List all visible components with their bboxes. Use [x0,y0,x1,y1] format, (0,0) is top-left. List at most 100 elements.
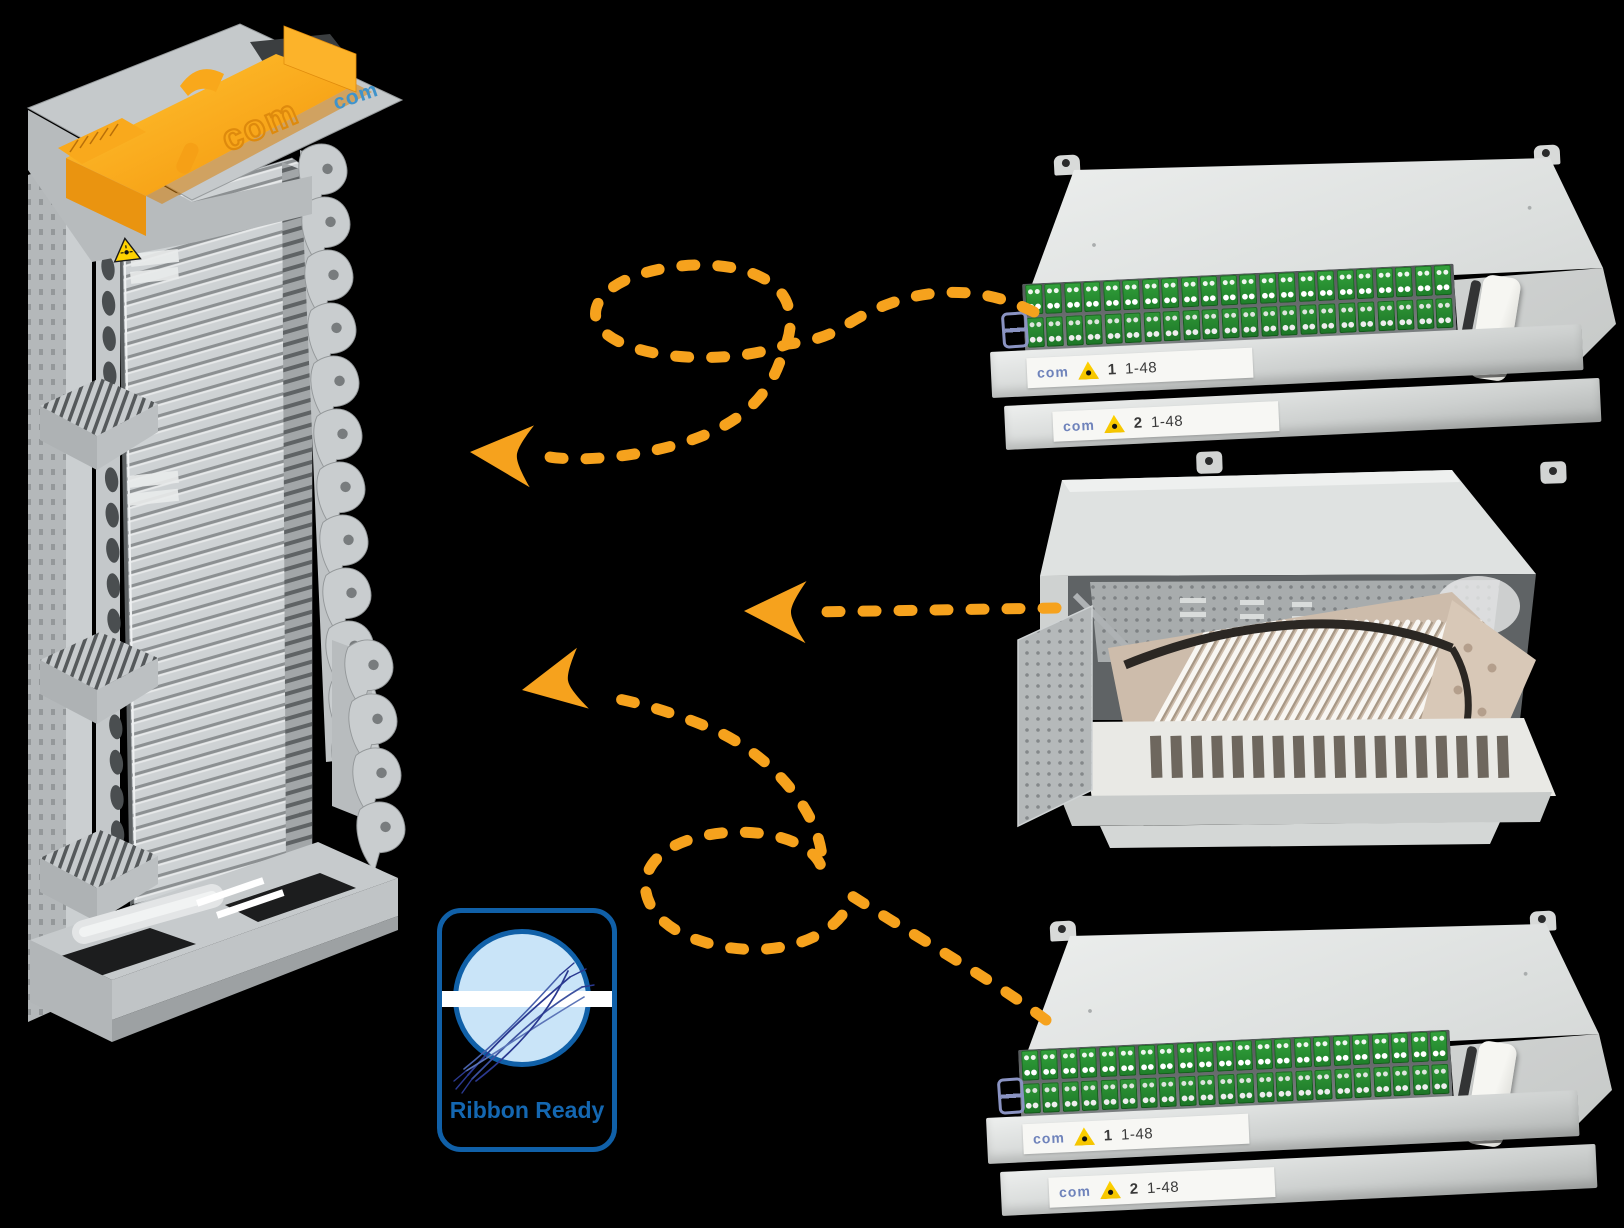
lc-duplex-adapter [1022,1083,1041,1114]
lc-duplex-adapter [1162,310,1182,342]
lc-duplex-adapter [1200,275,1219,307]
lc-duplex-adapter [1258,273,1277,304]
cable-guide-hook [352,798,411,873]
lc-duplex-adapter [1025,284,1044,315]
comb-slot [1354,735,1367,778]
lc-duplex-adapter [1240,306,1260,338]
lc-duplex-adapter [1042,1082,1061,1113]
splice-module [1017,451,1567,848]
lc-duplex-adapter [1357,301,1376,333]
tray-handle-slot [102,326,116,352]
lc-duplex-adapter [1279,305,1298,336]
ribbon-fiber-icon [453,962,595,1094]
lc-duplex-adapter [1219,274,1239,306]
laser-warning-icon [1099,1180,1121,1199]
module-lid-highlight [1062,470,1460,492]
link-icon [996,1077,1026,1115]
lc-duplex-adapter [1059,1048,1079,1079]
lc-duplex-adapter [1176,1042,1196,1074]
comb-slot [1476,735,1489,778]
rack-top-assembly: com com [26,23,404,263]
comb-slot [1394,735,1408,778]
lc-duplex-adapter [1336,269,1355,301]
lc-duplex-adapter [1355,268,1375,300]
port-range: 1-48 [1150,412,1184,431]
lc-duplex-adapter [1080,1080,1100,1112]
module-ears [1196,451,1567,484]
drawer-number: 2 [1129,1180,1139,1198]
lc-duplex-adapter [1411,1064,1431,1096]
lc-duplex-adapter [1274,1038,1293,1069]
lc-duplex-adapter [1040,1049,1059,1080]
lc-duplex-adapter [1235,1039,1254,1071]
lc-duplex-adapter [1143,311,1162,343]
lc-duplex-adapter [1396,299,1415,331]
rack-inner-panel [66,150,92,1005]
label-brand-logo: com [1058,1182,1092,1201]
distribution-rack: com com [26,23,411,1042]
link-icon [1000,311,1030,349]
lc-duplex-adapter [1061,1081,1080,1112]
lc-duplex-adapter [1137,1044,1157,1076]
comb-slot [1272,735,1285,778]
lc-duplex-adapter [1161,277,1180,309]
lc-duplex-adapter [1316,270,1336,302]
tray-handle-slot [105,502,119,528]
lc-duplex-adapter [1079,1047,1098,1079]
comb-slot [1170,735,1183,778]
tray-handle-slot [106,537,120,563]
drawer-number: 1 [1103,1126,1113,1144]
lc-duplex-adapter [1044,283,1063,314]
lc-duplex-adapter [1394,266,1414,298]
drawer-label: com 1 1-48 [1022,1113,1250,1155]
comb-slot [1435,735,1449,778]
module-lid [1040,470,1536,576]
yellow-flange [58,118,146,164]
comb-slot [1252,735,1265,778]
lc-duplex-adapter [1371,1033,1390,1065]
tray-handle-slot [101,290,116,316]
drawer-label: com 1 1-48 [1026,347,1254,389]
tray-handle-slot [106,573,121,599]
lc-duplex-adapter [1119,1078,1139,1110]
patch-panel-top: com 1 1-48 com 2 1-48 [962,144,1622,462]
lc-duplex-adapter [1275,1071,1294,1102]
laser-warning-icon [1073,1127,1095,1146]
laser-warning-icon [1077,361,1099,380]
module-side-flap [1017,604,1093,828]
patch-panel-bottom: com 1 1-48 com 2 1-48 [958,910,1618,1228]
lc-duplex-adapter [1178,1075,1197,1107]
lc-duplex-adapter [1351,1034,1371,1066]
flange-ribs [69,123,119,153]
comb-slot [1190,735,1204,778]
rack-tray-stack-endcap [282,162,312,866]
comb-slot [1149,735,1163,778]
lc-duplex-adapter [1334,1068,1353,1100]
lc-duplex-adapter [1215,1040,1235,1072]
lc-duplex-adapter [1375,267,1394,299]
lc-duplex-adapter [1312,1036,1332,1068]
label-brand-logo: com [1062,416,1096,435]
port-range: 1-48 [1146,1178,1180,1197]
lc-duplex-adapter [1217,1073,1236,1105]
yellow-duct-front [66,158,146,236]
lc-duplex-adapter [1295,1070,1314,1101]
lc-duplex-adapter [1236,1072,1256,1104]
lc-duplex-adapter [1293,1037,1312,1068]
lc-duplex-adapter [1256,1072,1275,1103]
product-diagram: { "colors": { "background": "#000000", "… [0,0,1624,1200]
lc-duplex-adapter [1139,1077,1158,1109]
rack-stack-highlight [123,213,137,901]
comb-slot [1496,735,1510,778]
lc-duplex-adapter [1414,265,1433,297]
yellow-duct-top [66,54,356,196]
drawer-label: com 2 1-48 [1052,401,1280,442]
lc-duplex-adapter [1063,282,1083,313]
tray-handle-slot [110,785,124,810]
lc-duplex-adapter [1318,303,1337,335]
lc-duplex-adapter [1084,314,1104,346]
lc-duplex-adapter [1026,317,1045,348]
comb-slot [1374,735,1387,778]
lc-duplex-adapter [1123,312,1143,344]
lc-duplex-adapter [1182,309,1201,341]
